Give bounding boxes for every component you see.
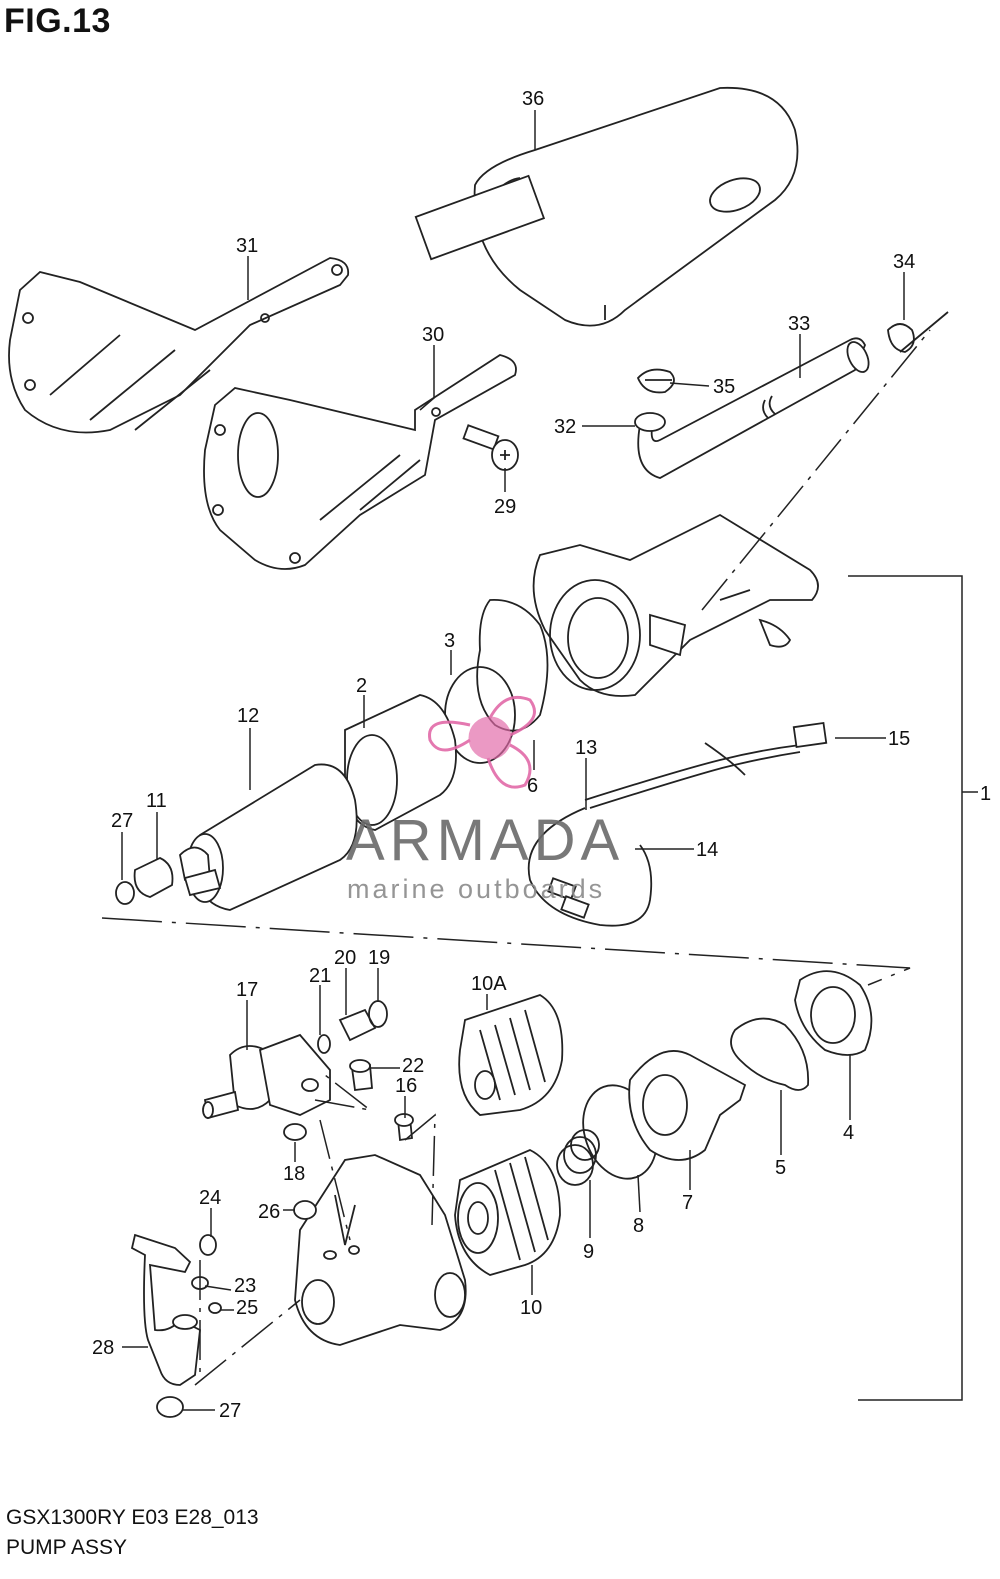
callout-35: 35 <box>713 376 735 398</box>
model-code: GSX1300RY E03 E28_013 <box>6 1506 259 1529</box>
guide-lines <box>194 329 931 1386</box>
callout-22: 22 <box>402 1055 424 1077</box>
part-filter-10 <box>454 1149 561 1276</box>
propeller-logo-icon <box>428 695 536 789</box>
part-bracket-lower <box>203 354 517 570</box>
callout-13: 13 <box>575 737 597 759</box>
callout-25: 25 <box>236 1297 258 1319</box>
callout-2: 2 <box>356 675 367 697</box>
callout-18: 18 <box>283 1163 305 1185</box>
callout-6: 6 <box>527 775 538 797</box>
callout-36: 36 <box>522 88 544 110</box>
assembly-name: PUMP ASSY <box>6 1536 127 1559</box>
callout-33: 33 <box>788 313 810 335</box>
callout-29: 29 <box>494 496 516 518</box>
callout-1: 1 <box>980 783 991 805</box>
callout-19: 19 <box>368 947 390 969</box>
watermark-tagline: marine outboards <box>347 874 605 904</box>
part-gasket <box>476 599 549 732</box>
callout-16: 16 <box>395 1075 417 1097</box>
callout-labels: 36 31 30 34 33 35 32 29 3 2 12 13 15 1 6… <box>92 88 991 1422</box>
callout-30: 30 <box>422 324 444 346</box>
callout-11: 11 <box>146 790 167 812</box>
part-pump-body <box>293 1154 467 1346</box>
part-bolt-29 <box>462 424 519 471</box>
part-joint-assembly <box>130 1233 222 1418</box>
callout-7: 7 <box>682 1192 693 1214</box>
callout-10A: 10A <box>471 973 507 995</box>
part-rotor-4 <box>794 970 873 1056</box>
callout-14: 14 <box>696 839 718 861</box>
callout-24: 24 <box>199 1187 221 1209</box>
part-spring-9 <box>556 1129 600 1186</box>
part-filter-11 <box>133 857 174 898</box>
callout-5: 5 <box>775 1157 786 1179</box>
callout-20: 20 <box>334 947 356 969</box>
part-fuel-pump <box>179 763 358 911</box>
callout-31: 31 <box>236 235 258 257</box>
part-bracket-upper <box>8 257 350 434</box>
figure-title: FIG.13 <box>4 2 111 40</box>
callout-23: 23 <box>234 1275 256 1297</box>
callout-12: 12 <box>237 705 259 727</box>
section-divider <box>101 917 911 986</box>
callout-15: 15 <box>888 728 910 750</box>
callout-10: 10 <box>520 1297 542 1319</box>
part-pressure-regulator <box>202 1033 331 1120</box>
callout-27: 27 <box>111 810 133 832</box>
part-pump-housing <box>532 513 819 697</box>
callout-8: 8 <box>633 1215 644 1237</box>
callout-26: 26 <box>258 1201 280 1223</box>
part-filter-10a <box>458 994 564 1116</box>
callout-9: 9 <box>583 1241 594 1263</box>
part-o-ring-27a <box>115 881 135 905</box>
callout-4: 4 <box>843 1122 854 1144</box>
part-heat-shield <box>414 86 799 327</box>
part-wire-harness <box>527 721 828 927</box>
part-o-ring-18 <box>283 1123 307 1141</box>
part-cover-7 <box>628 1050 747 1161</box>
callout-27b: 27 <box>219 1400 241 1422</box>
callout-32: 32 <box>554 416 576 438</box>
part-hose-assembly <box>634 311 949 479</box>
callout-21: 21 <box>309 965 331 987</box>
watermark-brand: ARMADA <box>346 808 624 873</box>
callout-17: 17 <box>236 979 258 1001</box>
watermark: ARMADA marine outboards <box>346 695 624 904</box>
leader-lines <box>121 110 905 1411</box>
callout-3: 3 <box>444 630 455 652</box>
part-union-fitting <box>317 1000 414 1142</box>
part-plate-5 <box>730 1017 810 1091</box>
callout-34: 34 <box>893 251 915 273</box>
assembly-bracket <box>848 575 978 1401</box>
callout-28: 28 <box>92 1337 114 1359</box>
